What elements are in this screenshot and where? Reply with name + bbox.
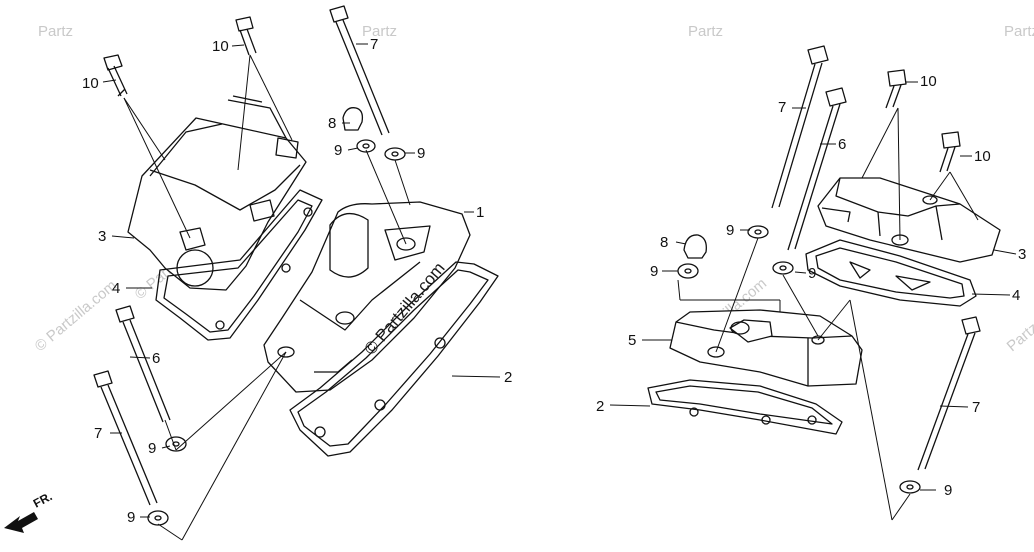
- bolt-6-left: [115, 305, 171, 423]
- callout-4-right: 4: [1012, 287, 1020, 304]
- watermark-top-left: Partz: [38, 23, 73, 40]
- washer-9-right-b: [677, 263, 699, 279]
- washer-9-right-c: [772, 261, 794, 275]
- left-reference-lines: [123, 54, 411, 541]
- long-bolt-7-top: [329, 5, 390, 136]
- gasket-4-left: [155, 189, 323, 341]
- callout-10-left-a: 10: [82, 75, 99, 92]
- washer-9-left-c: [165, 436, 187, 452]
- bolt-10-right-b: [939, 131, 961, 173]
- long-bolt-7-right: [771, 45, 829, 209]
- callout-7-left-lower: 7: [94, 425, 102, 442]
- watermark-top-center: Partz: [362, 23, 397, 40]
- right-reference-lines: [677, 107, 979, 521]
- callout-9-left-d: 9: [127, 509, 135, 526]
- callout-8-left: 8: [328, 115, 336, 132]
- head-cover-3-right: [817, 177, 1001, 263]
- callout-5-right: 5: [628, 332, 636, 349]
- callout-9-right-c: 9: [808, 265, 816, 282]
- right-callouts: 7 10 6 10 9 8 9 9 3 4 5 2 7 9: [596, 73, 1026, 499]
- callout-10-left-b: 10: [212, 38, 229, 55]
- bolt-10-left: [103, 54, 128, 97]
- callout-7-right-lower: 7: [972, 399, 980, 416]
- left-assembly: [93, 5, 501, 541]
- gasket-2-right: [647, 379, 843, 435]
- bolt-6-right: [787, 87, 847, 251]
- front-label: FR.: [31, 489, 55, 510]
- watermark-top-far-right: Partz: [1004, 23, 1034, 40]
- callout-9-right-d: 9: [944, 482, 952, 499]
- washer-9-left-b: [384, 147, 406, 161]
- watermark-top-right: Partz: [688, 23, 723, 40]
- callout-9-left-c: 9: [148, 440, 156, 457]
- callout-9-right-b: 9: [650, 263, 658, 280]
- head-cover-1-left: [263, 201, 471, 393]
- callout-8-right: 8: [660, 234, 668, 251]
- bolt-10-top: [235, 16, 257, 56]
- washer-9-right-d: [899, 480, 921, 494]
- left-callouts: 10 10 7 8 9 9 1 3 4 2 6 7 9 9: [82, 36, 512, 526]
- watermark-mid-left: © Partzilla.com: [32, 277, 120, 355]
- right-assembly: [609, 45, 1017, 521]
- gasket-4-right: [805, 239, 977, 307]
- callout-1-left: 1: [476, 204, 484, 221]
- callout-2-left: 2: [504, 369, 512, 386]
- front-arrow-icon: [4, 512, 38, 533]
- cap-nut-8-left: [342, 107, 364, 131]
- callout-4-left: 4: [112, 280, 120, 297]
- callout-3-right: 3: [1018, 246, 1026, 263]
- left-leader-lines: [102, 43, 501, 518]
- callout-9-left-a: 9: [334, 142, 342, 159]
- watermark-right-edge: Partz: [1004, 320, 1034, 356]
- callout-6-right: 6: [838, 136, 846, 153]
- bolt-7-left-lower: [93, 370, 158, 506]
- callout-10-right-a: 10: [920, 73, 937, 90]
- bolt-10-right-a: [885, 69, 907, 109]
- right-leader-lines: [609, 81, 1017, 491]
- callout-7-left: 7: [370, 36, 378, 53]
- gasket-2-left: [289, 261, 499, 457]
- callout-3-left: 3: [98, 228, 106, 245]
- callout-7-right: 7: [778, 99, 786, 116]
- cap-nut-8-right: [683, 234, 707, 259]
- washer-9-right-a: [747, 225, 769, 239]
- callout-10-right-b: 10: [974, 148, 991, 165]
- callout-2-right: 2: [596, 398, 604, 415]
- bolt-7-right-lower: [917, 316, 981, 471]
- front-direction-indicator: FR.: [4, 489, 54, 533]
- callout-9-right-a: 9: [726, 222, 734, 239]
- head-cover-3-left: [127, 95, 307, 291]
- washer-9-left-a: [356, 139, 376, 153]
- washer-9-left-d: [147, 510, 169, 526]
- callout-6-left: 6: [152, 350, 160, 367]
- callout-9-left-b: 9: [417, 145, 425, 162]
